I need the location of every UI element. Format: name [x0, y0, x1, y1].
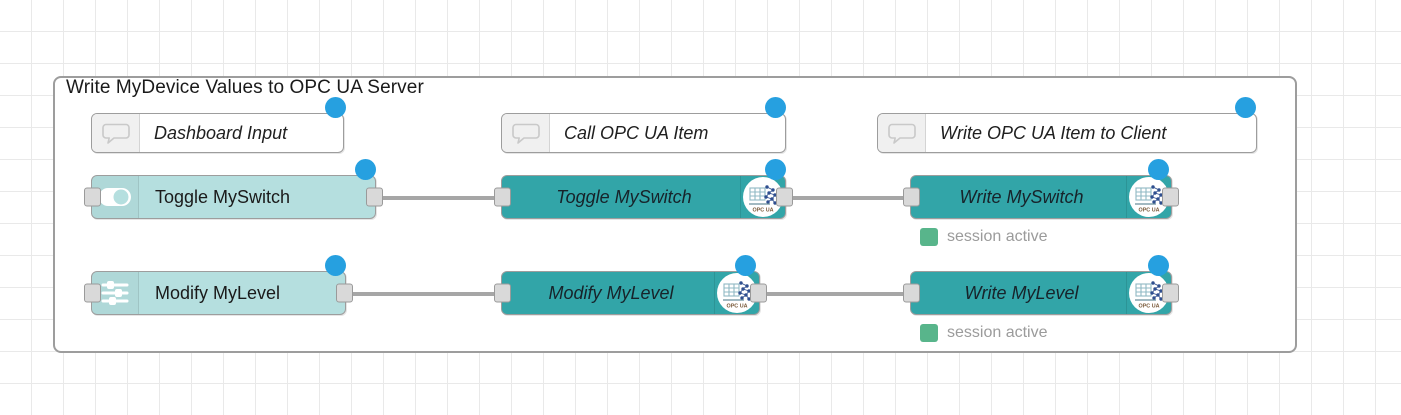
- node-status-dot[interactable]: [735, 255, 756, 276]
- svg-text:OPC UA: OPC UA: [1139, 208, 1160, 214]
- opcua-node-label: Write MySwitch: [959, 186, 1084, 207]
- comment-icon: [502, 114, 550, 152]
- node-output-port[interactable]: [776, 187, 793, 207]
- opc-ua-logo-icon: OPC UA: [1126, 176, 1171, 218]
- toggle-switch-icon: [92, 176, 139, 218]
- dashboard-node-toggle-myswitch[interactable]: Toggle MySwitch: [84, 175, 383, 219]
- opcua-node-write-mylevel[interactable]: Write MyLevel: [903, 271, 1179, 315]
- opcua-node-label: Modify MyLevel: [548, 282, 674, 303]
- node-status-session-active: session active: [920, 324, 1048, 342]
- node-input-port[interactable]: [494, 283, 511, 303]
- node-status-dot[interactable]: [765, 159, 786, 180]
- opcua-node-label: Toggle MySwitch: [556, 186, 692, 207]
- slider-icon: [92, 272, 139, 314]
- node-input-port[interactable]: [494, 187, 511, 207]
- node-input-port[interactable]: [84, 283, 101, 303]
- wire-call-to-write-switch[interactable]: [783, 196, 911, 200]
- opc-ua-logo-icon: OPC UA: [1126, 272, 1171, 314]
- node-input-port[interactable]: [903, 283, 920, 303]
- opcua-node-toggle-myswitch[interactable]: Toggle MySwitch: [494, 175, 793, 219]
- status-badge: [920, 324, 938, 342]
- svg-text:OPC UA: OPC UA: [753, 208, 774, 214]
- opcua-node-label: Write MyLevel: [964, 282, 1079, 303]
- wire-call-to-write-level[interactable]: [757, 292, 911, 296]
- node-output-port[interactable]: [1162, 283, 1179, 303]
- node-status-dot[interactable]: [1148, 255, 1169, 276]
- node-status-session-active: session active: [920, 228, 1048, 246]
- opcua-node-write-myswitch[interactable]: Write MySwitch: [903, 175, 1179, 219]
- comment-icon: [92, 114, 140, 152]
- comment-label: Write OPC UA Item to Client: [940, 122, 1167, 143]
- dashboard-node-modify-mylevel[interactable]: Modify MyLevel: [84, 271, 353, 315]
- node-input-port[interactable]: [903, 187, 920, 207]
- comment-node-write-opc-ua-item-to-client[interactable]: Write OPC UA Item to Client: [877, 113, 1257, 153]
- opc-ua-logo-icon: OPC UA: [714, 272, 759, 314]
- dashboard-node-label: Toggle MySwitch: [155, 186, 291, 207]
- status-label: session active: [947, 228, 1048, 245]
- svg-text:OPC UA: OPC UA: [1139, 304, 1160, 310]
- opc-ua-logo-icon: OPC UA: [740, 176, 785, 218]
- node-status-dot[interactable]: [355, 159, 376, 180]
- node-status-dot[interactable]: [325, 255, 346, 276]
- status-label: session active: [947, 324, 1048, 341]
- node-status-dot[interactable]: [1148, 159, 1169, 180]
- comment-label: Call OPC UA Item: [564, 122, 709, 143]
- comment-icon: [878, 114, 926, 152]
- node-output-port[interactable]: [1162, 187, 1179, 207]
- svg-text:OPC UA: OPC UA: [727, 304, 748, 310]
- opcua-node-modify-mylevel[interactable]: Modify MyLevel: [494, 271, 767, 315]
- status-badge: [920, 228, 938, 246]
- dashboard-node-label: Modify MyLevel: [155, 282, 281, 303]
- wire-level-dash-to-call[interactable]: [348, 292, 502, 296]
- wire-toggle-dash-to-call[interactable]: [378, 196, 502, 200]
- node-status-dot[interactable]: [1235, 97, 1256, 118]
- node-output-port[interactable]: [336, 283, 353, 303]
- comment-label: Dashboard Input: [154, 122, 288, 143]
- node-status-dot[interactable]: [325, 97, 346, 118]
- node-status-dot[interactable]: [765, 97, 786, 118]
- comment-node-call-opc-ua-item[interactable]: Call OPC UA Item: [501, 113, 786, 153]
- node-input-port[interactable]: [84, 187, 101, 207]
- node-output-port[interactable]: [750, 283, 767, 303]
- comment-node-dashboard-input[interactable]: Dashboard Input: [91, 113, 344, 153]
- group-title: Write MyDevice Values to OPC UA Server: [66, 77, 424, 98]
- node-output-port[interactable]: [366, 187, 383, 207]
